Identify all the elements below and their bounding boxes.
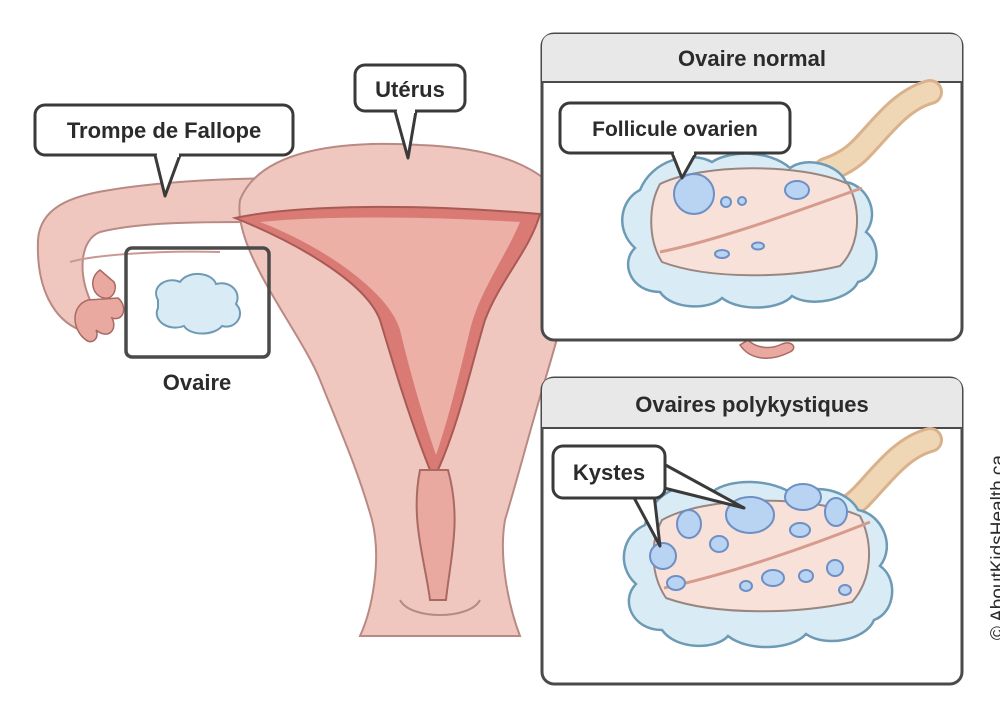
- normal-ovary-title: Ovaire normal: [678, 46, 826, 71]
- ovary-label: Ovaire: [163, 370, 232, 395]
- ovary-highlight-box: [124, 246, 271, 359]
- polycystic-ovary-title: Ovaires polykystiques: [635, 392, 869, 417]
- follicle-callout: Follicule ovarien: [558, 101, 792, 180]
- ovary-inset: [124, 246, 271, 359]
- copyright-credit: © AboutKidsHealth.ca: [988, 455, 1000, 640]
- left-ovary: [155, 273, 241, 335]
- ovarian-follicle: [673, 173, 715, 215]
- normal-ovary-panel: Ovaire normal Follicule ovarien: [540, 32, 964, 342]
- fimbriae: [74, 269, 125, 343]
- follicle-label: Follicule ovarien: [592, 118, 758, 141]
- cysts: [649, 483, 852, 596]
- cysts-callout: Kystes: [551, 444, 746, 548]
- polycystic-ovary-panel: Ovaires polykystiques: [540, 376, 964, 686]
- uterus-callout: Utérus: [353, 63, 467, 160]
- fallopian-tube-callout: Trompe de Fallope: [33, 103, 295, 198]
- cervix: [415, 469, 456, 601]
- follicles: [673, 173, 810, 259]
- polycystic-ovary-inner: [652, 499, 870, 613]
- fallopian-tube-label: Trompe de Fallope: [67, 118, 261, 143]
- uterus-label: Utérus: [375, 77, 445, 102]
- cysts-label: Kystes: [573, 460, 645, 485]
